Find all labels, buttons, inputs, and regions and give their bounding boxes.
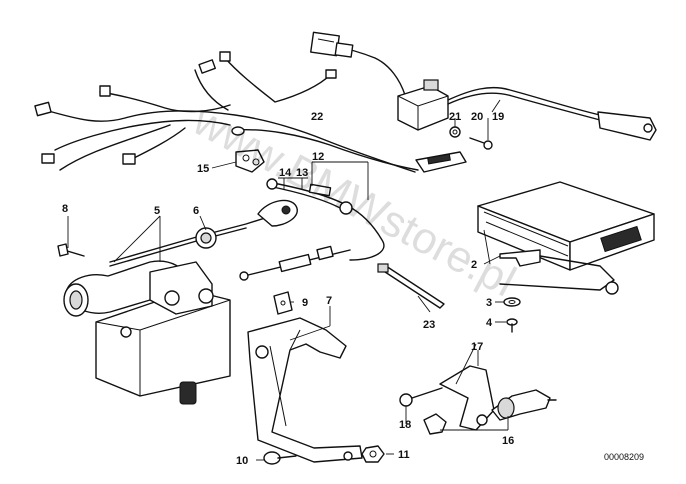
switch-16 — [423, 389, 557, 435]
control-module — [477, 181, 655, 295]
callout-3: 3 — [486, 297, 492, 309]
callout-9: 9 — [302, 297, 308, 309]
callout-21: 21 — [449, 111, 461, 123]
screw-18 — [399, 387, 443, 407]
callout-4: 4 — [486, 317, 493, 329]
screw-4 — [506, 318, 518, 333]
callout-23: 23 — [423, 319, 435, 331]
reference-code: 00008209 — [604, 452, 644, 462]
callout-13: 13 — [296, 167, 308, 179]
cable-tie-23 — [377, 263, 445, 309]
nut-11 — [361, 445, 385, 463]
callout-6: 6 — [193, 205, 199, 217]
callout-7: 7 — [326, 295, 332, 307]
washer-3 — [503, 297, 521, 307]
leader-lines — [67, 99, 509, 461]
callout-16: 16 — [502, 435, 514, 447]
mounting-bracket — [247, 291, 363, 463]
callout-17: 17 — [471, 341, 483, 353]
plug-connector — [415, 151, 467, 173]
nut-21 — [449, 126, 461, 138]
watermark: www.BMWstore.pl — [184, 95, 523, 306]
callout-15: 15 — [197, 163, 209, 175]
wiring-harness — [34, 31, 419, 173]
callout-5: 5 — [154, 205, 160, 217]
bowden-cable-assembly — [239, 178, 385, 281]
callout-18: 18 — [399, 419, 411, 431]
callout-12: 12 — [312, 151, 324, 163]
actuator-servo — [57, 199, 298, 405]
callout-19: 19 — [492, 111, 504, 123]
callout-labels: 2 3 4 5 6 7 8 9 10 11 12 13 14 15 16 17 … — [62, 111, 514, 467]
callout-22: 22 — [311, 111, 323, 123]
callout-11: 11 — [398, 449, 410, 461]
switch-bracket-17 — [439, 365, 495, 431]
callout-8: 8 — [62, 203, 68, 215]
callout-14: 14 — [279, 167, 292, 179]
relay-block — [397, 79, 657, 141]
callout-10: 10 — [236, 455, 248, 467]
switch-15 — [235, 149, 265, 173]
screw-10 — [263, 451, 297, 465]
callout-20: 20 — [471, 111, 483, 123]
callout-2: 2 — [471, 259, 477, 271]
screw-20 — [469, 137, 493, 150]
